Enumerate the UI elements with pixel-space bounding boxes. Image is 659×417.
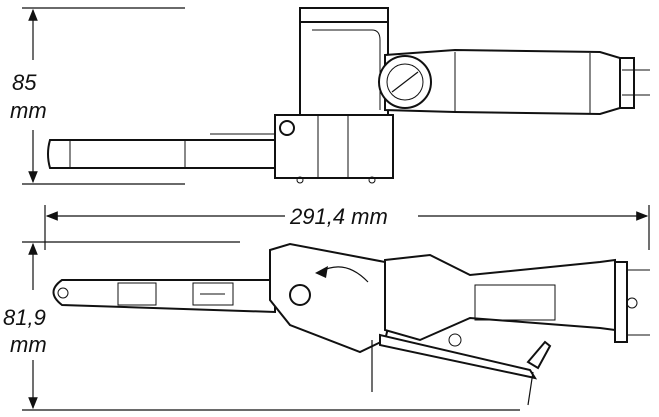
dim-85-unit: mm [10, 98, 47, 123]
dimension-291mm: 291,4 mm [44, 204, 650, 250]
dim-291-label: 291,4 mm [289, 204, 388, 229]
dimension-81-9mm: 81,9 mm [3, 241, 520, 411]
dim-81-9-unit: mm [10, 332, 47, 357]
dim-81-9-value: 81,9 [3, 305, 46, 330]
dimension-85mm: 85 mm [10, 7, 185, 185]
dim-85-value: 85 [12, 70, 37, 95]
side-view-tool [52, 242, 650, 406]
top-view-tool [47, 7, 650, 184]
